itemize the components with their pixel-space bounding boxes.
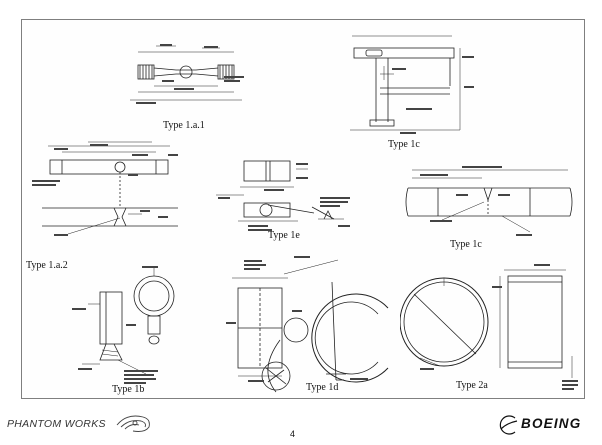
caption-type-1a1: Type 1.a.1 [163,120,205,131]
drawing-type-1b [72,266,175,384]
figure-type-1d: Type 1d [218,252,404,398]
drawing-panel: Type 1.a.1 [21,19,585,399]
figure-type-1e: Type 1e [208,155,364,265]
figure-type-1c-top: Type 1c [340,26,480,150]
caption-type-2a: Type 2a [456,380,488,391]
drawing-type-2a [400,264,578,390]
drawing-type-1a1 [130,44,244,104]
drawing-type-1a2 [32,141,178,236]
drawing-type-1c-mid [405,166,573,236]
figure-type-2a: Type 2a [400,256,582,398]
boeing-logo-icon [499,415,518,435]
figure-type-1b: Type 1b [42,264,192,396]
caption-type-1b: Type 1b [112,384,145,395]
phantom-works-label: PHANTOM WORKS [7,418,106,430]
figure-type-1c-mid: Type 1c [402,158,578,258]
drawing-type-1c-top [350,35,474,134]
caption-type-1e: Type 1e [268,230,300,241]
caption-type-1a2: Type 1.a.2 [26,260,68,271]
caption-type-1c-mid: Type 1c [450,239,482,250]
figure-type-1a1: Type 1.a.1 [116,40,256,131]
boeing-wordmark: BOEING [521,416,582,431]
caption-type-1c-top: Type 1c [388,139,420,150]
caption-type-1d: Type 1d [306,382,339,393]
page-number: 4 [290,429,296,439]
phantom-works-logo-icon [116,415,150,432]
drawing-type-1d [226,256,389,393]
figure-type-1a2: Type 1.a.2 [26,132,180,271]
drawing-type-1e [216,160,350,231]
